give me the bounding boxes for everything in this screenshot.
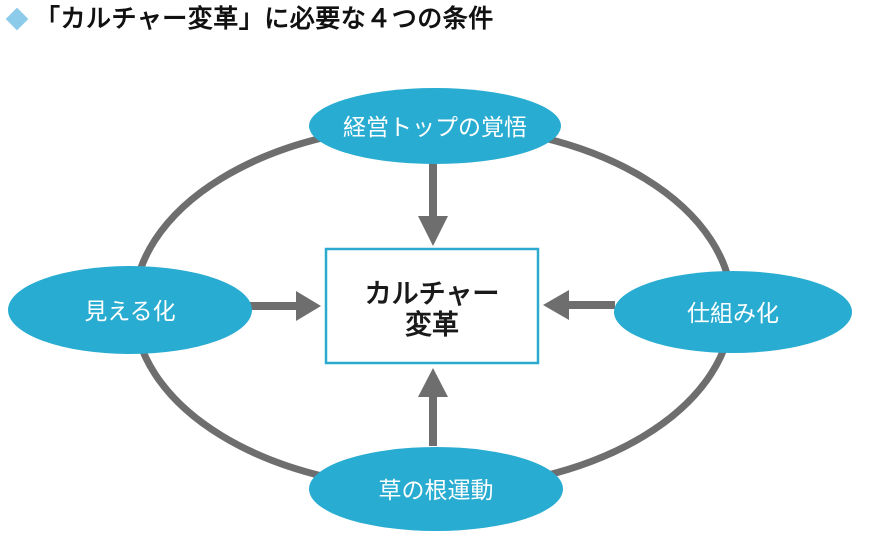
node-top-ellipse	[309, 88, 561, 164]
node-right-ellipse	[614, 271, 852, 353]
arrow-from-left	[250, 291, 321, 321]
node-top-label: 経営トップの覚悟	[343, 114, 527, 140]
node-left-ellipse	[8, 266, 252, 354]
arrow-head-icon	[418, 216, 448, 246]
arrow-from-top	[418, 160, 448, 246]
arrow-stem	[429, 160, 437, 218]
page-title: 「カルチャー変革」に必要な４つの条件	[35, 5, 494, 33]
node-top: 経営トップの覚悟	[309, 88, 561, 164]
arrow-stem	[250, 302, 298, 310]
node-bottom-label: 草の根運動	[379, 477, 494, 503]
diamond-bullet-icon	[5, 7, 29, 31]
center-label-line2: 変革	[405, 309, 459, 340]
arrow-from-right	[543, 290, 615, 320]
center-box	[324, 247, 540, 365]
node-bottom: 草の根運動	[309, 447, 563, 531]
arrow-stem	[429, 394, 437, 446]
node-left: 見える化	[8, 266, 252, 354]
arrow-head-icon	[543, 290, 569, 320]
arrow-head-icon	[418, 368, 448, 397]
node-bottom-ellipse	[309, 447, 563, 531]
center-node: カルチャー 変革	[324, 247, 540, 365]
center-label-line1: カルチャー	[365, 279, 500, 309]
node-right: 仕組み化	[614, 271, 852, 353]
arrow-from-bottom	[418, 368, 448, 446]
page-header: 「カルチャー変革」に必要な４つの条件	[5, 3, 494, 35]
arrow-stem	[567, 301, 615, 309]
node-left-label: 見える化	[84, 298, 175, 324]
arrow-head-icon	[296, 291, 321, 321]
node-right-label: 仕組み化	[687, 300, 779, 326]
